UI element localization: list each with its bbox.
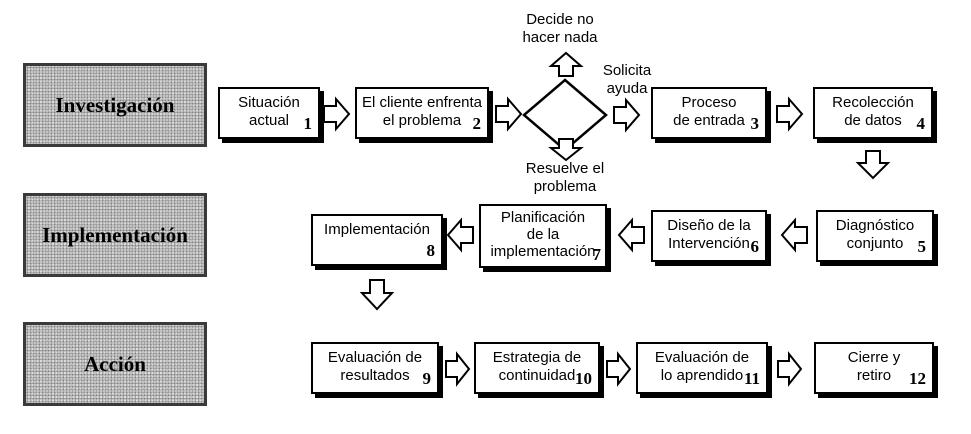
step-4-label: Recolección de datos bbox=[832, 94, 914, 129]
phase-accion-label: Acción bbox=[84, 351, 146, 376]
arrow-right-3-4 bbox=[776, 96, 804, 132]
phase-implementacion-label: Implementación bbox=[42, 222, 188, 247]
arrow-right-diamond-3 bbox=[613, 97, 641, 133]
arrow-right-2-diamond bbox=[495, 96, 523, 132]
step-9-number: 9 bbox=[422, 369, 432, 388]
step-6-number: 6 bbox=[750, 237, 760, 256]
arrow-down-4-5 bbox=[855, 150, 891, 180]
decision-right-label: Solicita ayuda bbox=[602, 62, 652, 97]
step-11-label: Evaluación de lo aprendido bbox=[654, 349, 750, 384]
phase-investigacion: Investigación bbox=[23, 63, 207, 147]
step-7-planificacion: Planificación de la implementación 7 bbox=[479, 204, 607, 268]
step-10-label: Estrategia de continuidad bbox=[492, 349, 582, 384]
step-12-label: Cierre y retiro bbox=[847, 349, 901, 384]
arrow-up-diamond-no-hacer bbox=[548, 51, 584, 77]
step-1-number: 1 bbox=[303, 114, 313, 133]
step-5-label: Diagnóstico conjunto bbox=[835, 217, 915, 252]
step-3-proceso-entrada: Proceso de entrada 3 bbox=[651, 87, 767, 139]
step-2-number: 2 bbox=[472, 114, 482, 133]
phase-implementacion: Implementación bbox=[23, 193, 207, 277]
phase-accion: Acción bbox=[23, 322, 207, 406]
step-9-evaluacion-resultados: Evaluación de resultados 9 bbox=[311, 342, 439, 394]
step-1-situacion-actual: Situación actual 1 bbox=[218, 87, 320, 139]
step-8-implementacion: Implementación 8 bbox=[311, 214, 443, 266]
step-11-number: 11 bbox=[743, 369, 760, 388]
step-2-cliente-enfrenta: El cliente enfrenta el problema 2 bbox=[355, 87, 489, 139]
step-12-cierre-retiro: Cierre y retiro 12 bbox=[814, 342, 934, 394]
arrow-left-7-8 bbox=[446, 217, 474, 253]
step-6-diseno-intervencion: Diseño de la Intervención 6 bbox=[651, 210, 767, 262]
step-4-recoleccion-datos: Recolección de datos 4 bbox=[813, 87, 933, 139]
step-3-number: 3 bbox=[750, 114, 760, 133]
step-10-number: 10 bbox=[575, 369, 592, 388]
arrow-down-8-9 bbox=[359, 279, 395, 311]
decision-up-label: Decide no hacer nada bbox=[522, 11, 598, 46]
arrow-down-diamond-resuelve bbox=[548, 138, 584, 162]
arrow-left-6-7 bbox=[617, 217, 645, 253]
step-11-evaluacion-aprendido: Evaluación de lo aprendido 11 bbox=[636, 342, 768, 394]
step-7-label: Planificación de la implementación bbox=[490, 209, 596, 260]
step-4-number: 4 bbox=[916, 114, 926, 133]
arrow-right-1-2 bbox=[323, 96, 351, 132]
decision-down-label: Resuelve el problema bbox=[525, 160, 605, 195]
step-8-number: 8 bbox=[426, 241, 436, 260]
step-6-label: Diseño de la Intervención bbox=[667, 217, 751, 252]
arrow-right-10-11 bbox=[606, 351, 632, 387]
step-1-label: Situación actual bbox=[238, 94, 300, 129]
arrow-left-5-6 bbox=[780, 217, 808, 253]
step-7-number: 7 bbox=[592, 245, 602, 264]
step-8-label: Implementación bbox=[324, 221, 430, 238]
arrow-right-9-10 bbox=[445, 351, 471, 387]
step-2-label: El cliente enfrenta el problema bbox=[361, 94, 483, 129]
step-5-diagnostico-conjunto: Diagnóstico conjunto 5 bbox=[816, 210, 934, 262]
step-3-label: Proceso de entrada bbox=[673, 94, 745, 129]
phase-investigacion-label: Investigación bbox=[55, 92, 175, 117]
step-5-number: 5 bbox=[917, 237, 927, 256]
step-10-estrategia-continuidad: Estrategia de continuidad 10 bbox=[474, 342, 600, 394]
step-12-number: 12 bbox=[909, 369, 926, 388]
arrow-right-11-12 bbox=[777, 351, 803, 387]
step-9-label: Evaluación de resultados bbox=[327, 349, 423, 384]
